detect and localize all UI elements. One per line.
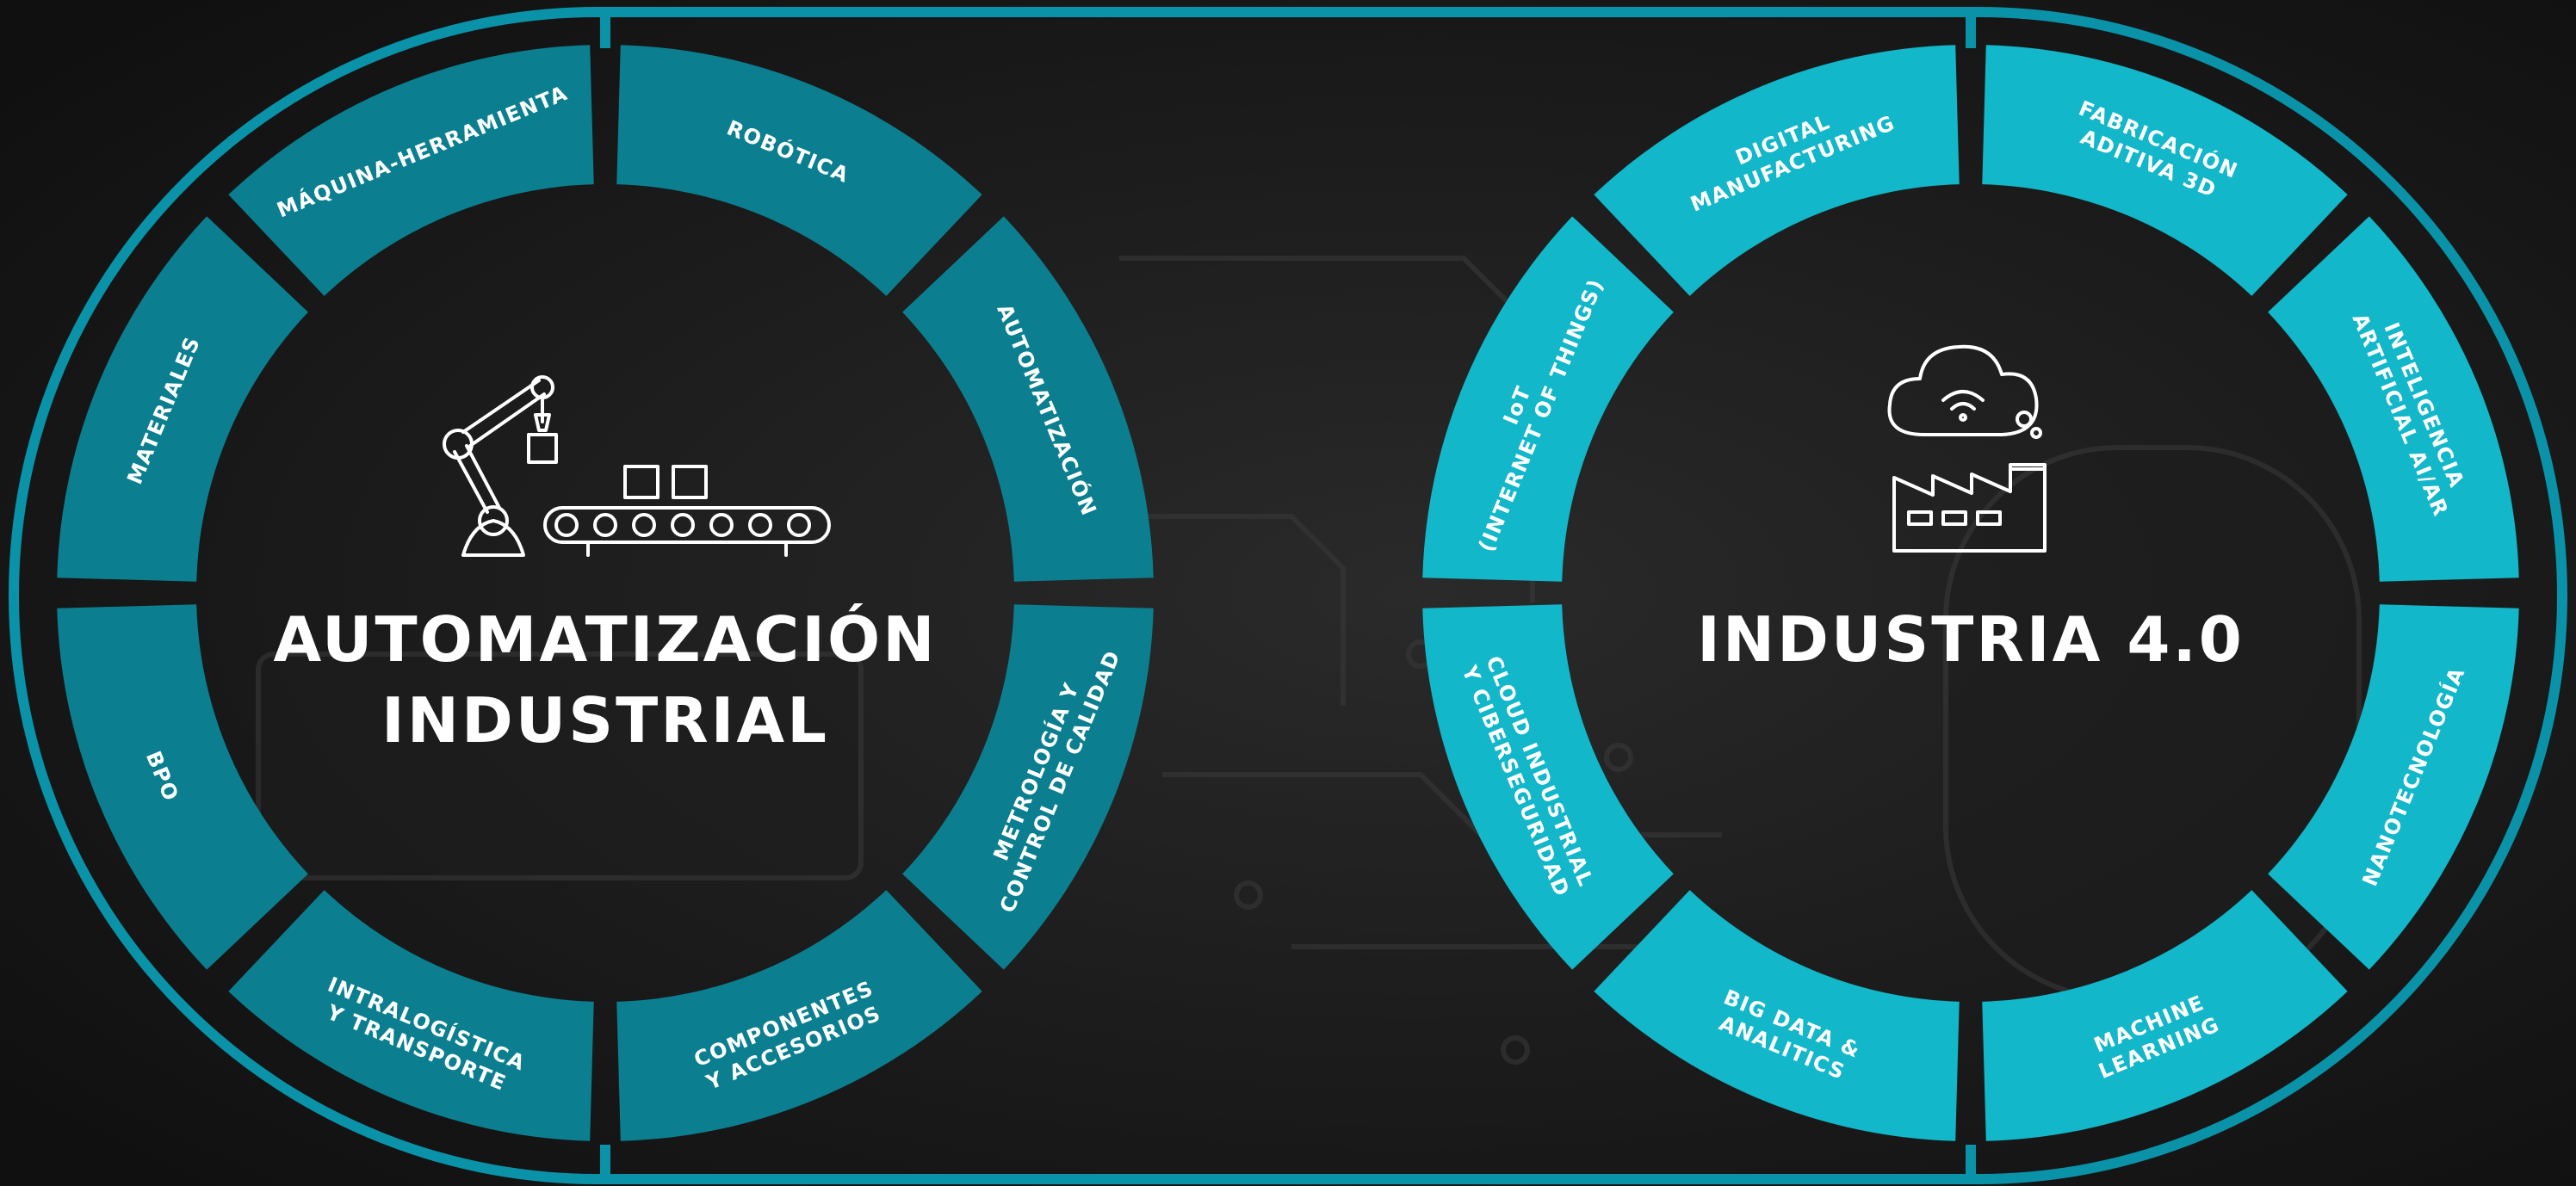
- segment-shape: [228, 45, 594, 296]
- segment-shape: [1422, 604, 1674, 970]
- segment-shape: [902, 216, 1154, 582]
- outer-frame: [9, 7, 2567, 1184]
- segment-shape: [57, 604, 308, 970]
- left-title-line2: INDUSTRIAL: [381, 684, 829, 757]
- segment-shape: [1594, 45, 1960, 296]
- segment-shape: [902, 604, 1154, 970]
- circuit-board-background: [256, 256, 2362, 1065]
- cloud-wifi-factory-icon: [1887, 344, 2047, 553]
- segment-cloud-industrial: CLOUD INDUSTRIALY CIBERSEGURIDAD: [1422, 604, 1674, 970]
- segment-metrologia: METROLOGÍA YCONTROL DE CALIDAD: [902, 604, 1154, 970]
- segment-machine-learning: MACHINELEARNING: [1982, 890, 2348, 1141]
- segment-shape: [1594, 890, 1960, 1141]
- segment-shape: [228, 890, 594, 1141]
- segment-shape: [57, 216, 308, 582]
- segment-robotica: ROBÓTICA: [616, 45, 982, 296]
- segment-shape: [616, 890, 982, 1141]
- segment-shape: [1982, 890, 2348, 1141]
- segment-shape: [2268, 216, 2519, 582]
- segment-materiales: MATERIALES: [57, 216, 308, 582]
- segment-iot: IoT(INTERNET OF THINGS): [1422, 216, 1674, 582]
- segment-shape: [1982, 45, 2348, 296]
- segment-componentes: COMPONENTESY ACCESORIOS: [616, 890, 982, 1141]
- segment-automatizacion: AUTOMATIZACIÓN: [902, 216, 1154, 582]
- segment-nanotecnologia: NANOTECNOLOGÍA: [2268, 604, 2519, 970]
- segment-inteligencia-artificial: INTELIGENCIAARTIFICIAL AI/AR: [2268, 216, 2519, 582]
- segment-big-data: BIG DATA &ANALITICS: [1594, 890, 1960, 1141]
- robot-arm-conveyor-icon: [443, 375, 831, 557]
- right-title: INDUSTRIA 4.0: [1697, 603, 2245, 676]
- segment-shape: [1422, 216, 1674, 582]
- segment-intralogistica: INTRALOGÍSTICAY TRANSPORTE: [228, 890, 594, 1141]
- segment-shape: [616, 45, 982, 296]
- segment-shape: [2268, 604, 2519, 970]
- right-wheel: FABRICACIÓNADITIVA 3DINTELIGENCIAARTIFIC…: [1422, 45, 2519, 1141]
- segment-fabricacion-aditiva: FABRICACIÓNADITIVA 3D: [1982, 45, 2348, 296]
- left-title-line1: AUTOMATIZACIÓN: [274, 603, 938, 676]
- segment-bpo: BPO: [57, 604, 308, 970]
